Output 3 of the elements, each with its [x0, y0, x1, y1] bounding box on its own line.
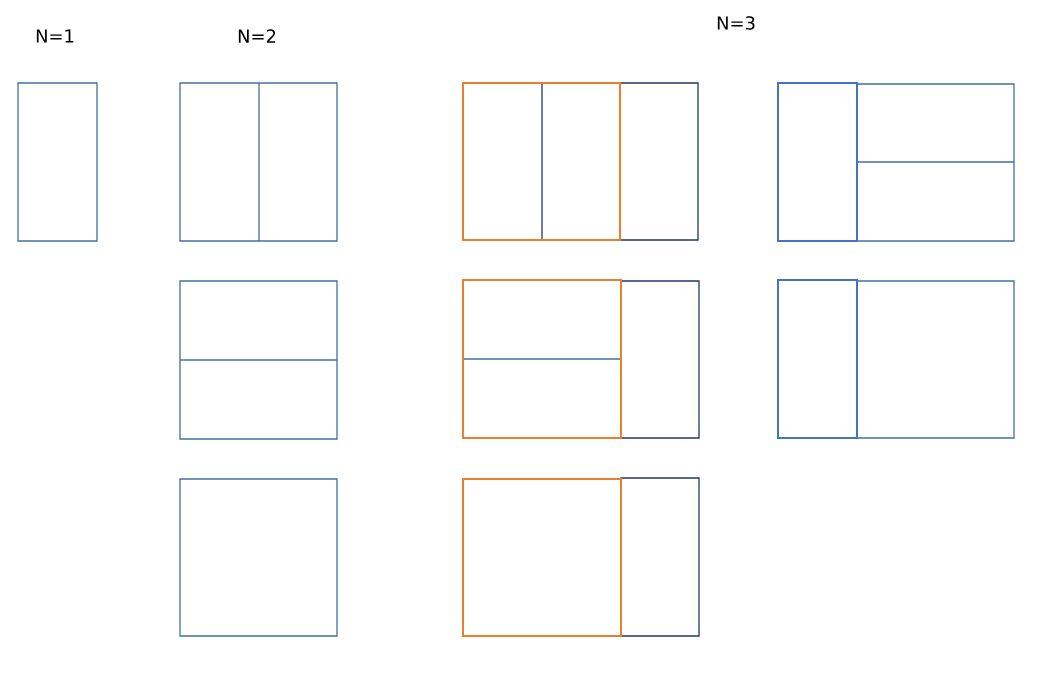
- heading-label: N=2: [238, 29, 276, 43]
- heading-label: N=1: [36, 29, 74, 43]
- heading-label: N=3: [717, 16, 755, 30]
